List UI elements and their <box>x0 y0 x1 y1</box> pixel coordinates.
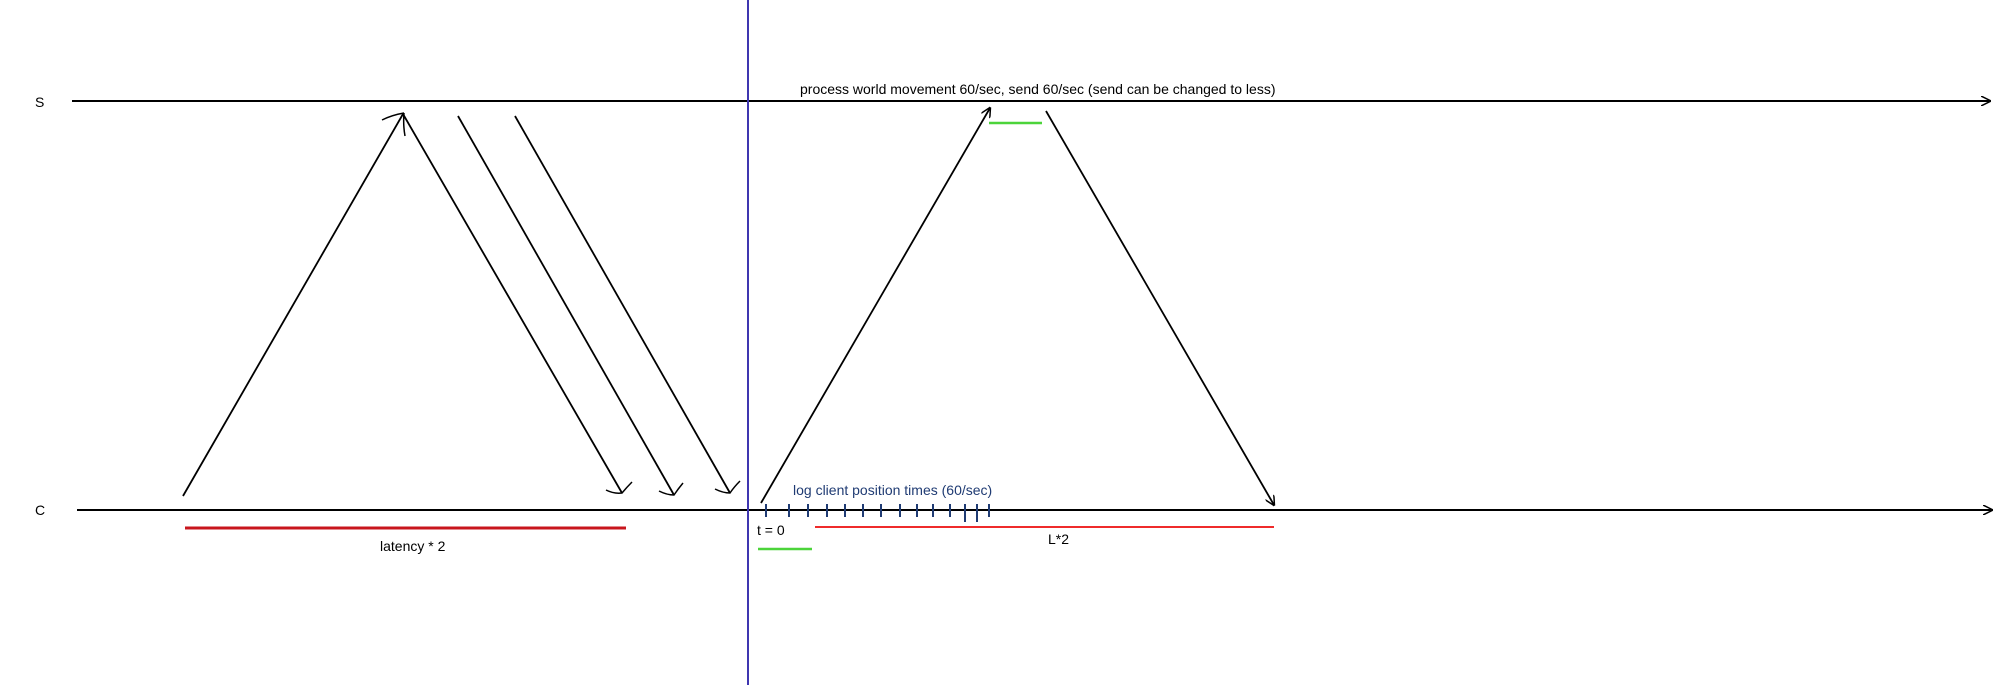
server-to-client-arrow-3 <box>514 115 731 494</box>
arrowhead-hand-drawn <box>714 480 741 494</box>
server-process-annotation: process world movement 60/sec, send 60/s… <box>800 81 1275 97</box>
server-to-client-arrow-4 <box>1045 110 1274 505</box>
client-to-server-arrow-1 <box>182 113 404 497</box>
server-timeline-label: S <box>35 94 44 110</box>
client-timeline-label: C <box>35 502 45 518</box>
server-to-client-arrow-1 <box>402 113 623 494</box>
arrowhead-hand-drawn <box>605 481 633 494</box>
client-to-server-arrow-2 <box>760 108 990 504</box>
t-zero-label: t = 0 <box>757 522 785 538</box>
client-log-annotation: log client position times (60/sec) <box>793 482 992 498</box>
latency-left-label: latency * 2 <box>380 538 446 554</box>
server-to-client-arrow-2 <box>457 115 675 496</box>
client-log-ticks <box>765 504 990 522</box>
arrowhead-hand-drawn <box>658 482 684 496</box>
latency-right-label: L*2 <box>1048 531 1069 547</box>
